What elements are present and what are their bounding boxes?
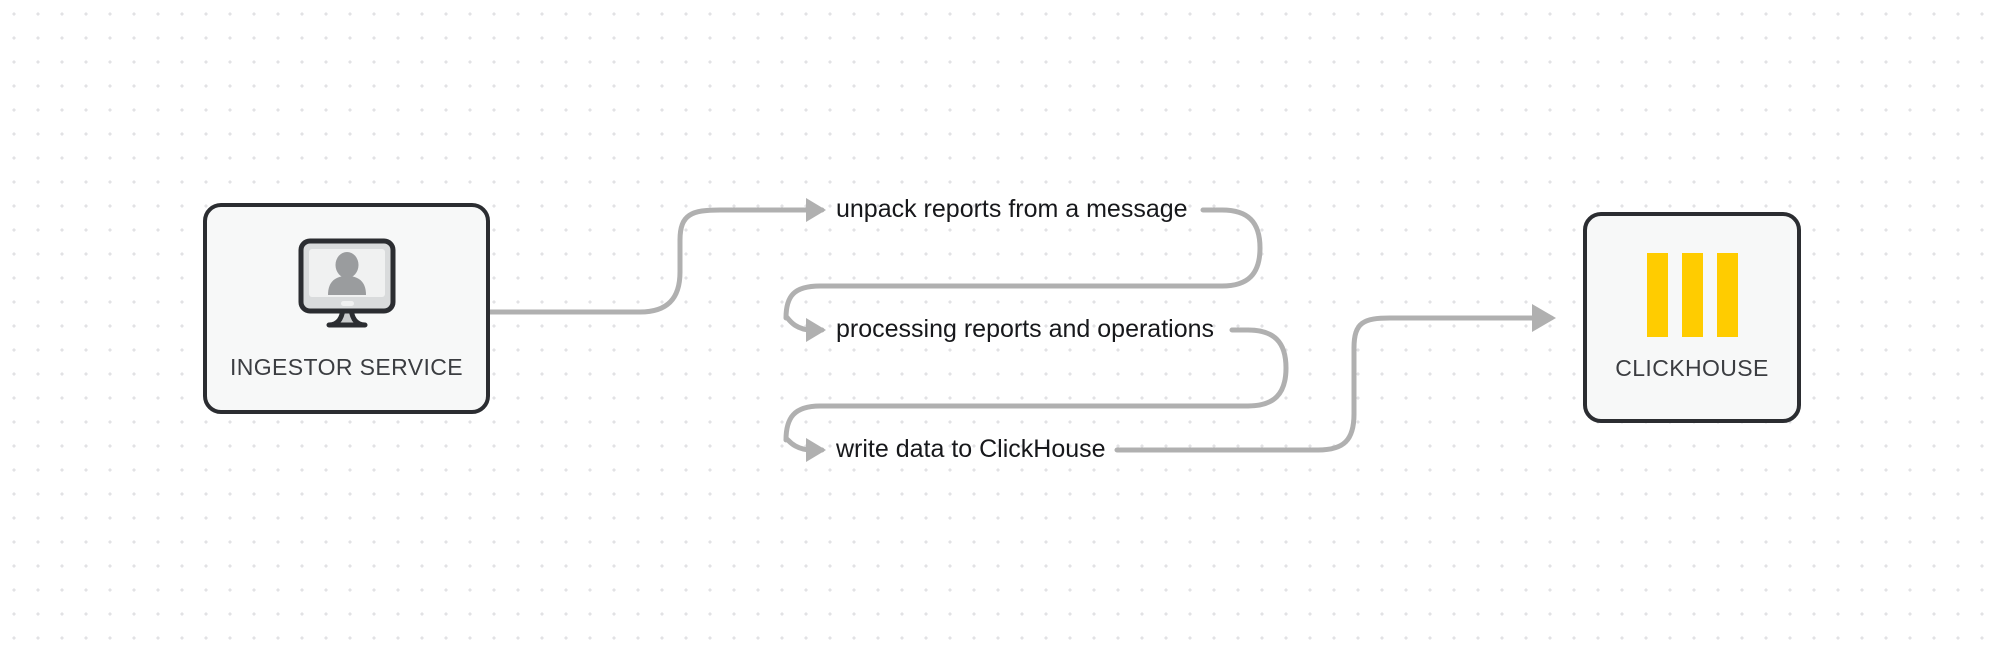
node-ingestor-service[interactable]: INGESTOR SERVICE xyxy=(203,203,490,414)
edge-segment-row1-uturn xyxy=(783,207,1263,333)
node-ingestor-label: INGESTOR SERVICE xyxy=(229,353,464,380)
clickhouse-bar-2 xyxy=(1681,253,1703,337)
edge-arrowhead-0 xyxy=(806,198,826,222)
clickhouse-bar-3 xyxy=(1716,253,1738,337)
clickhouse-bar-1 xyxy=(1646,253,1668,337)
edge-label-unpack-reports: unpack reports from a message xyxy=(836,195,1188,223)
edge-segment-row2-uturn xyxy=(783,327,1289,453)
monitor-user-icon xyxy=(295,237,399,338)
edge-label-write-data: write data to ClickHouse xyxy=(836,435,1106,463)
node-clickhouse-label: CLICKHOUSE xyxy=(1615,355,1769,381)
edge-arrowhead-2 xyxy=(806,438,826,462)
edge-label-processing-reports: processing reports and operations xyxy=(836,315,1215,343)
node-clickhouse[interactable]: CLICKHOUSE xyxy=(1583,212,1801,423)
edge-arrowhead-1 xyxy=(806,318,826,342)
clickhouse-bars-icon xyxy=(1646,253,1738,337)
edge-arrowhead-3 xyxy=(1532,304,1556,332)
edge-segment-source-to-row1 xyxy=(487,207,825,315)
